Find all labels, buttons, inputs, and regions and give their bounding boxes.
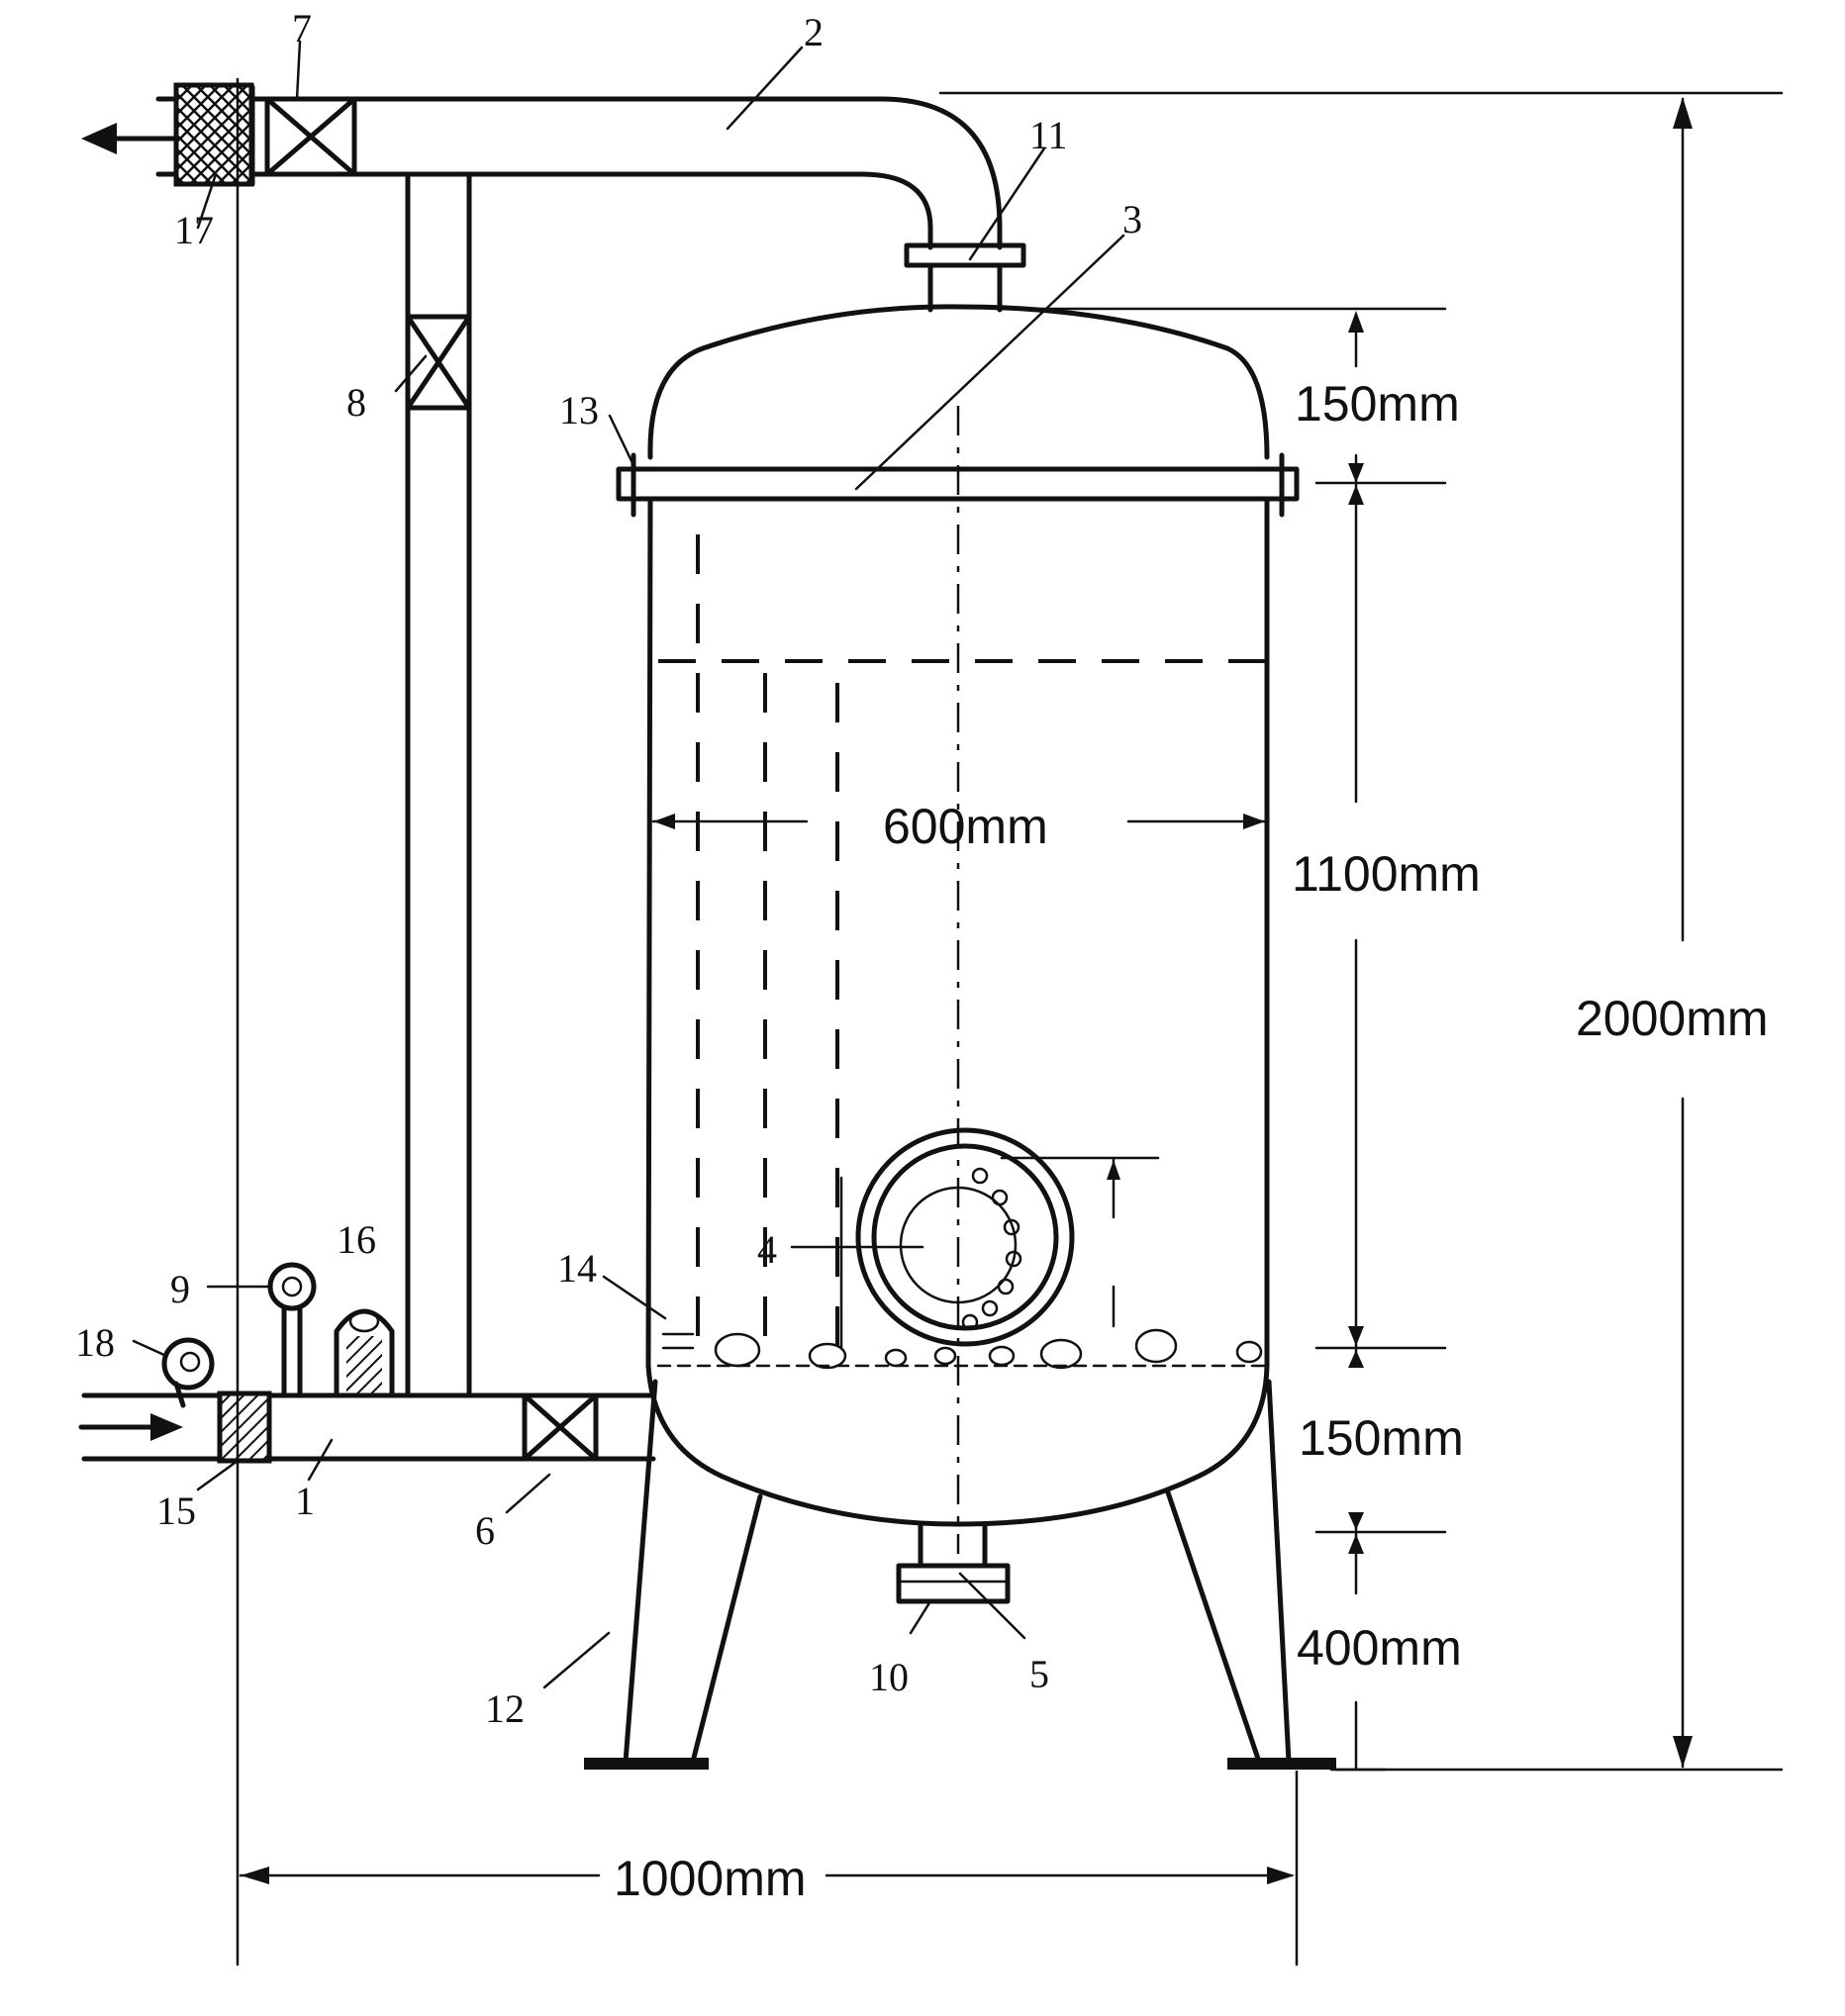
callout-11: 11 <box>1029 113 1068 157</box>
dimension-lines <box>236 77 1784 1967</box>
tank-body <box>616 304 1300 1527</box>
inlet-arrow <box>78 1413 183 1441</box>
dimension-labels: 150mm 1100mm 150mm 400mm 2000mm 600mm 10… <box>614 376 1769 1906</box>
bypass-pipe <box>405 171 472 1398</box>
gravel-layer <box>661 1328 1263 1370</box>
callout-13: 13 <box>559 388 599 432</box>
dim-total-height: 2000mm <box>1576 991 1769 1046</box>
outlet-filter <box>155 82 255 187</box>
dim-total-width: 1000mm <box>614 1851 807 1906</box>
callout-2: 2 <box>804 10 824 54</box>
callout-6: 6 <box>475 1508 495 1553</box>
callout-12: 12 <box>485 1686 525 1731</box>
dosing-device <box>334 1308 395 1398</box>
dim-bottom-head: 150mm <box>1299 1410 1464 1466</box>
inlet-filter-block <box>217 1391 272 1464</box>
leader-lines <box>132 40 1125 1689</box>
dim-legs: 400mm <box>1297 1620 1462 1676</box>
valve-6 <box>522 1392 599 1462</box>
inlet-pump <box>161 1337 215 1408</box>
top-outlet-pipe <box>249 96 1003 250</box>
valve-7 <box>264 96 357 177</box>
callout-14: 14 <box>557 1246 597 1291</box>
support-legs <box>584 1379 1336 1770</box>
callout-18: 18 <box>75 1320 115 1365</box>
callout-1: 1 <box>295 1479 315 1523</box>
bottom-drain <box>896 1521 1011 1604</box>
callout-5: 5 <box>1029 1652 1049 1696</box>
dim-body: 1100mm <box>1292 846 1481 902</box>
dim-diameter: 600mm <box>883 799 1048 854</box>
callout-16: 16 <box>337 1217 376 1262</box>
manhole <box>855 1127 1075 1347</box>
tank-internals <box>656 406 1272 1554</box>
valve-8 <box>405 314 472 411</box>
callout-17: 17 <box>174 208 214 252</box>
callout-15: 15 <box>156 1488 196 1533</box>
outlet-flange <box>904 242 1026 313</box>
callout-labels: 1 2 3 4 5 6 7 8 9 10 11 12 13 14 15 16 1… <box>75 6 1142 1731</box>
outlet-arrow <box>81 123 176 154</box>
callout-4: 4 <box>757 1227 777 1272</box>
dim-top-head: 150mm <box>1295 376 1460 432</box>
callout-8: 8 <box>346 380 366 425</box>
callout-3: 3 <box>1122 197 1142 241</box>
callout-7: 7 <box>292 6 312 50</box>
callout-10: 10 <box>869 1655 909 1699</box>
callout-9: 9 <box>170 1267 190 1311</box>
pressure-gauge <box>267 1262 317 1398</box>
